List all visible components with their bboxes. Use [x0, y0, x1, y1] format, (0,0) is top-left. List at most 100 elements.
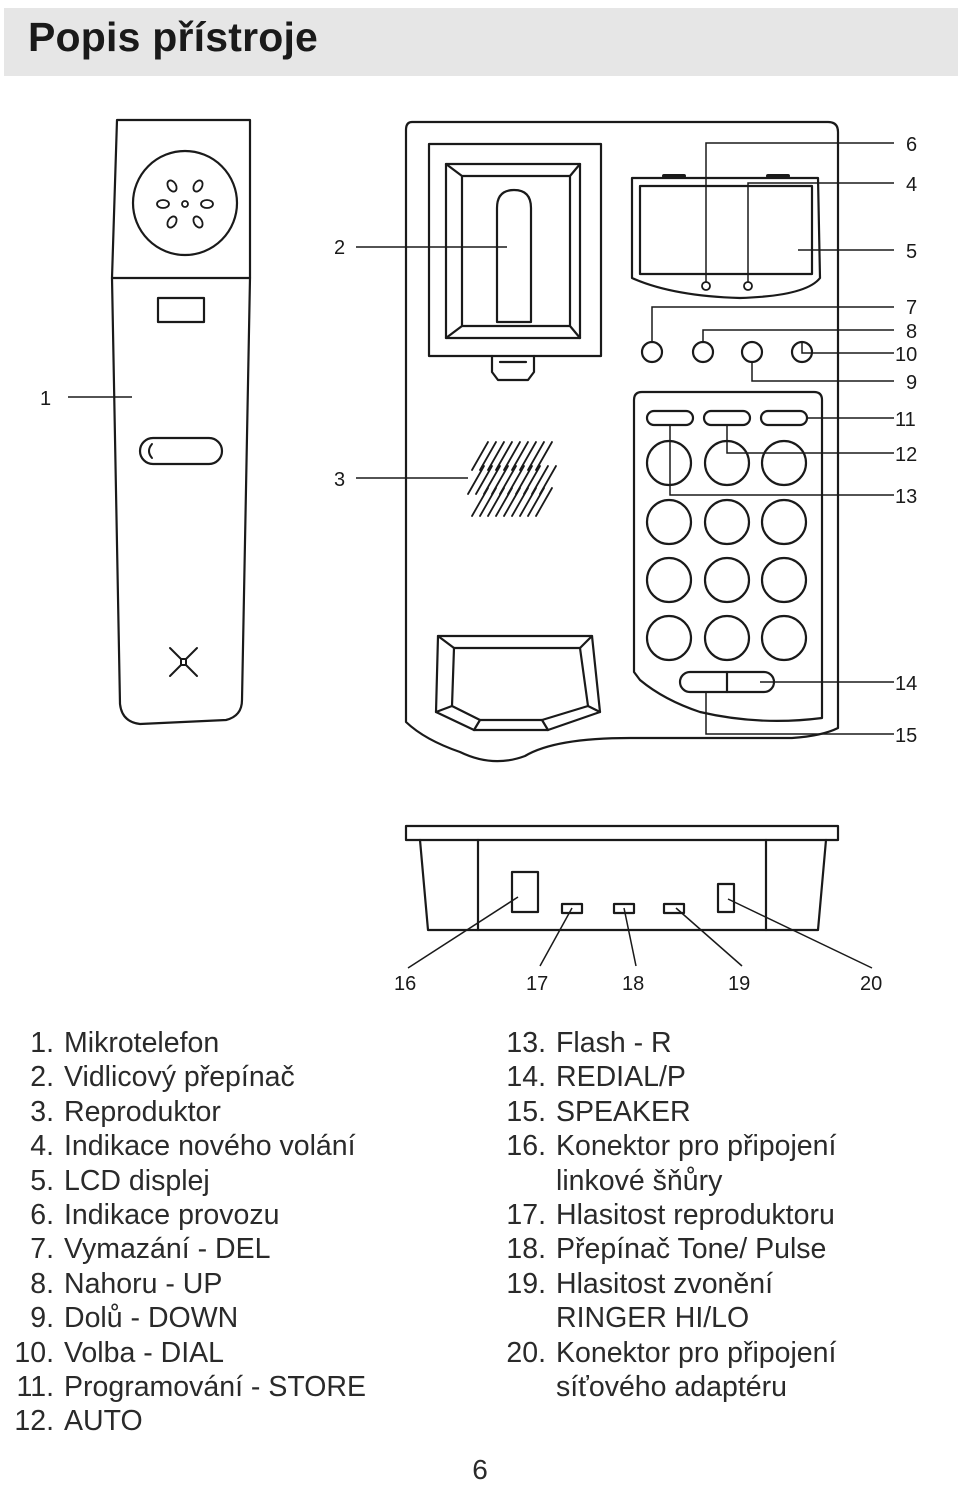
legend-number: 10.: [14, 1336, 54, 1369]
legend-text: Volba - DIAL: [64, 1336, 225, 1369]
legend-text: Hlasitost reproduktoru: [556, 1199, 835, 1232]
rear-view: [404, 824, 840, 932]
callout-13: 13: [895, 486, 917, 508]
handset: [110, 118, 252, 726]
function-buttons: [640, 340, 814, 364]
legend-item: síťového adaptéru: [500, 1370, 836, 1404]
callout-3: 3: [334, 469, 345, 491]
legend-text: Konektor pro připojení: [556, 1336, 837, 1369]
legend-number: 7.: [30, 1233, 54, 1266]
callout-7: 7: [906, 297, 917, 319]
legend-item: 12. AUTO: [8, 1404, 366, 1438]
legend-item: 2. Vidlicový přepínač: [8, 1060, 366, 1094]
legend-item: 6. Indikace provozu: [8, 1198, 366, 1232]
legend-item: 20. Konektor pro připojení: [500, 1336, 836, 1370]
legend-item: 18. Přepínač Tone/ Pulse: [500, 1232, 836, 1266]
base-outline: [404, 120, 840, 763]
callout-5: 5: [906, 241, 917, 263]
callout-labels: 1 2 3 6 4 5 7 8 10 9 11 12 13 14 15 16 1…: [40, 134, 917, 995]
legend-text: SPEAKER: [556, 1095, 691, 1128]
leader-lines: [68, 142, 894, 969]
legend-item: RINGER HI/LO: [500, 1301, 836, 1335]
legend-number: 6.: [30, 1199, 54, 1232]
callout-20: 20: [860, 973, 882, 995]
keypad-area: [632, 390, 824, 722]
legend-text: Indikace nového volání: [64, 1130, 356, 1163]
legend-item: 19. Hlasitost zvonění: [500, 1267, 836, 1301]
callout-15: 15: [895, 725, 917, 747]
legend-text: AUTO: [64, 1405, 143, 1438]
legend-item: 1. Mikrotelefon: [8, 1026, 366, 1060]
legend-number: 4.: [30, 1130, 54, 1163]
legend-text: REDIAL/P: [556, 1061, 686, 1094]
tray: [434, 634, 602, 732]
legend-number: 15.: [506, 1095, 546, 1128]
speaker-grille: [467, 441, 557, 517]
legend-text: Nahoru - UP: [64, 1267, 223, 1300]
legend-number: 18.: [506, 1233, 546, 1266]
legend-item: 9. Dolů - DOWN: [8, 1301, 366, 1335]
callout-12: 12: [895, 444, 917, 466]
legend-text: RINGER HI/LO: [556, 1302, 750, 1335]
legend-item: 3.Reproduktor: [8, 1095, 366, 1129]
legend-item: 8. Nahoru - UP: [8, 1267, 366, 1301]
legend-right: 13. Flash - R 14. REDIAL/P 15. SPEAKER 16. Kone…: [500, 1026, 836, 1404]
callout-2: 2: [334, 237, 345, 259]
legend-item: 17. Hlasitost reproduktoru: [500, 1198, 836, 1232]
title-bar: [4, 8, 958, 76]
legend-item: 14. REDIAL/P: [500, 1060, 836, 1094]
callout-18: 18: [622, 973, 644, 995]
legend-text: linkové šňůry: [556, 1164, 723, 1197]
legend-text: Mikrotelefon: [64, 1027, 220, 1059]
legend-item: 11.Programování - STORE: [8, 1370, 366, 1404]
legend-number: 12.: [14, 1405, 54, 1438]
legend-text: Dolů - DOWN: [64, 1302, 239, 1335]
legend-item: linkové šňůry: [500, 1164, 836, 1198]
callout-16: 16: [394, 973, 416, 995]
legend-text: síťového adaptéru: [556, 1371, 787, 1404]
legend-item: 5. LCD displej: [8, 1164, 366, 1198]
legend-number: 13.: [506, 1027, 546, 1059]
legend-text: Hlasitost zvonění: [556, 1267, 774, 1300]
legend-text: Konektor pro připojení: [556, 1130, 837, 1163]
page-number: 6: [472, 1454, 488, 1485]
legend-number: 20.: [506, 1336, 546, 1369]
legend-text: Vymazání - DEL: [64, 1233, 271, 1266]
legend-item: 15. SPEAKER: [500, 1095, 836, 1129]
legend-number: 2.: [30, 1061, 54, 1094]
legend-item: 13. Flash - R: [500, 1026, 836, 1060]
legend-text: Programování - STORE: [64, 1371, 366, 1404]
legend-number: 14.: [506, 1061, 546, 1094]
callout-14: 14: [895, 673, 917, 695]
legend-number: 17.: [506, 1199, 546, 1232]
callout-17: 17: [526, 973, 548, 995]
legend-text: Indikace provozu: [64, 1199, 280, 1232]
callout-1: 1: [40, 388, 51, 410]
callout-4: 4: [906, 174, 917, 196]
legend-number: 16.: [506, 1130, 546, 1163]
callout-9: 9: [906, 372, 917, 394]
legend-item: 7. Vymazání - DEL: [8, 1232, 366, 1266]
legend-number: 8.: [30, 1267, 54, 1300]
page-title: Popis přístroje: [28, 14, 319, 60]
legend-item: 10. Volba - DIAL: [8, 1336, 366, 1370]
callout-8: 8: [906, 321, 917, 343]
legend-text: Reproduktor: [64, 1095, 221, 1128]
legend-text: Přepínač Tone/ Pulse: [556, 1233, 827, 1266]
legend-number: 19.: [506, 1267, 546, 1300]
telephone-diagram: 1 2 3 6 4 5 7 8 10 9 11 12 13 14 15 16 1…: [40, 118, 917, 995]
legend-text: Flash - R: [556, 1027, 672, 1059]
callout-11: 11: [895, 409, 916, 431]
callout-10: 10: [895, 344, 917, 366]
legend-text: LCD displej: [64, 1164, 210, 1197]
callout-19: 19: [728, 973, 750, 995]
legend-number: 1.: [30, 1027, 54, 1059]
legend-item: 4. Indikace nového volání: [8, 1129, 366, 1163]
legend-text: Vidlicový přepínač: [64, 1061, 295, 1094]
legend-item: 16. Konektor pro připojení: [500, 1129, 836, 1163]
keypad-keys: [645, 439, 808, 662]
legend-number: 5.: [30, 1164, 54, 1197]
legend-number: 9.: [30, 1302, 54, 1335]
callout-6: 6: [906, 134, 917, 156]
